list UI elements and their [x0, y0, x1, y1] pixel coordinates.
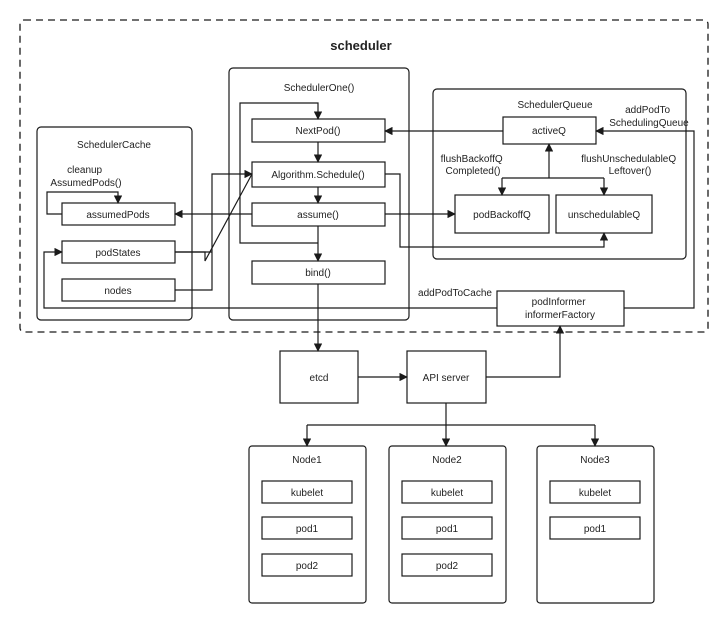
active-q-label: activeQ — [532, 126, 566, 137]
node-1-kubelet-box — [261, 480, 353, 504]
node-1-pod2-label: pod2 — [296, 561, 319, 572]
node-2-pod1-box — [401, 516, 493, 540]
api-server-to-informer-arrow — [486, 325, 565, 378]
node-2-pod2-label: pod2 — [436, 561, 459, 572]
etcd-box — [279, 350, 359, 404]
assumed-pods-label: assumedPods — [86, 210, 149, 221]
node-1-header: Node1 — [292, 455, 322, 466]
cache-to-algorithm-arrow — [175, 169, 253, 291]
pod-informer-label: podInformer informerFactory — [525, 297, 595, 321]
nodes-label: nodes — [104, 286, 131, 297]
node-2-kubelet-box — [401, 480, 493, 504]
node-3-kubelet-box — [549, 480, 641, 504]
api-server-label: API server — [423, 373, 470, 384]
active-q-box — [502, 116, 597, 145]
scheduler-title: scheduler — [330, 38, 391, 53]
algorithm-schedule-label: Algorithm.Schedule() — [271, 170, 364, 181]
node-3-pod1-label: pod1 — [584, 524, 607, 535]
algorithm-to-unschedulable-q-arrow — [385, 173, 609, 248]
scheduler-boundary — [19, 19, 709, 333]
api-server-to-nodes-line — [307, 403, 595, 426]
scheduler-one-header: SchedulerOne() — [284, 83, 355, 94]
bind-label: bind() — [305, 268, 331, 279]
pod-backoff-q-label: podBackoffQ — [473, 210, 531, 221]
node-3-kubelet-label: kubelet — [579, 488, 611, 499]
node-1-pod2-box — [261, 553, 353, 577]
add-pod-to-cache-label: addPodToCache — [418, 288, 492, 299]
pod-states-label: podStates — [95, 248, 140, 259]
flush-unschedulable-leftover-label: flushUnschedulableQ Leftover() — [581, 154, 679, 177]
cleanup-assumed-pods-loop — [46, 191, 123, 215]
unschedulable-q-label: unschedulableQ — [568, 210, 640, 221]
next-pod-label: NextPod() — [295, 126, 340, 137]
add-pod-to-scheduling-queue-label: addPodTo SchedulingQueue — [609, 105, 689, 129]
node-1-pod1-box — [261, 516, 353, 540]
node-2-pod2-box — [401, 553, 493, 577]
schedule-loop-arrow — [239, 102, 323, 244]
node-1-kubelet-label: kubelet — [291, 488, 323, 499]
node-2-pod1-label: pod1 — [436, 524, 459, 535]
node-3-header: Node3 — [580, 455, 610, 466]
api-server-box — [406, 350, 487, 404]
assume-label: assume() — [297, 210, 339, 221]
node-1: Node1 kubelet pod1 pod2 — [248, 445, 367, 604]
etcd-label: etcd — [310, 373, 329, 384]
node-3: Node3 kubelet pod1 — [536, 445, 655, 604]
scheduler-queue-header: SchedulerQueue — [517, 100, 592, 111]
node-2-header: Node2 — [432, 455, 462, 466]
scheduler-cache-header: SchedulerCache — [77, 140, 151, 151]
node-2-kubelet-label: kubelet — [431, 488, 463, 499]
node-3-pod1-box — [549, 516, 641, 540]
informer-to-pod-states-arrow — [43, 247, 497, 309]
node-1-pod1-label: pod1 — [296, 524, 319, 535]
node-2: Node2 kubelet pod1 pod2 — [388, 445, 507, 604]
informer-to-active-q-arrow — [595, 126, 695, 309]
flush-backoff-completed-label: flushBackoffQ Completed() — [441, 154, 506, 177]
cleanup-assumed-pods-label: cleanup AssumedPods() — [50, 165, 121, 189]
